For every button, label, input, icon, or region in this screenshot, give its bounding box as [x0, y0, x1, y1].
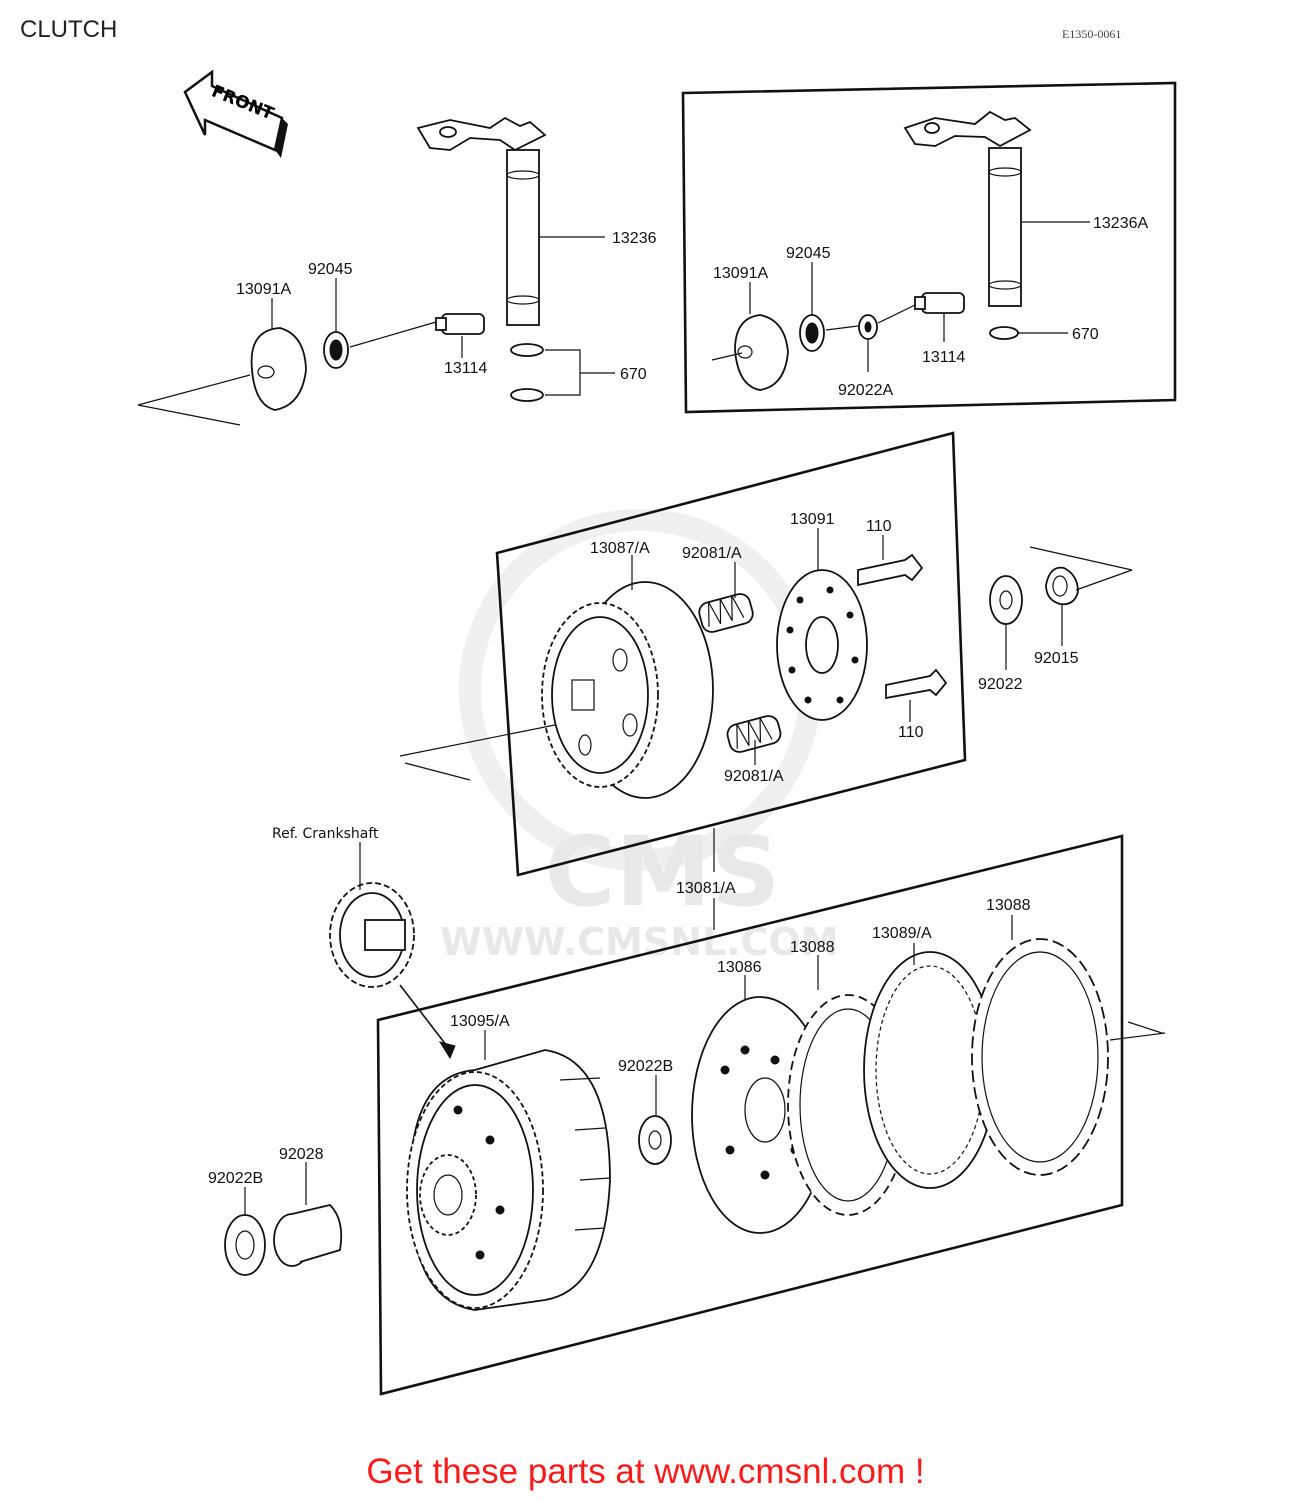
label-13089A: 13089/A [872, 925, 932, 942]
label-92022B-mid: 92022B [618, 1058, 673, 1075]
footer-cta-link[interactable]: Get these parts at www.cmsnl.com ! [366, 1452, 925, 1491]
label-13091A-left: 13091A [236, 281, 291, 298]
label-13114-left: 13114 [444, 360, 487, 377]
label-92081A-bottom: 92081/A [724, 768, 784, 785]
clutch-hub-frame [495, 431, 967, 877]
label-110-bottom: 110 [898, 724, 924, 741]
label-92045-left: 92045 [308, 261, 353, 278]
label-92022B-left: 92022B [208, 1170, 263, 1187]
label-13095A: 13095/A [450, 1013, 510, 1030]
label-13091: 13091 [790, 511, 835, 528]
label-110-top: 110 [866, 518, 892, 535]
front-arrow-icon: FRONT [183, 69, 288, 158]
diagram-code: E1350-0061 [1062, 27, 1122, 41]
label-13236: 13236 [612, 230, 657, 247]
spring-bottom-icon [726, 715, 782, 753]
label-13236A: 13236A [1093, 215, 1148, 232]
label-13091A-right: 13091A [713, 265, 768, 282]
label-670-right: 670 [1072, 326, 1099, 343]
leader-lines-left [271, 236, 615, 396]
label-13114-right: 13114 [922, 349, 965, 366]
clutch-housing-frame [376, 834, 1124, 1396]
label-13088-right: 13088 [986, 897, 1031, 914]
page-title: CLUTCH [20, 16, 118, 43]
label-92028: 92028 [279, 1146, 324, 1163]
clutch-housing-assembly [224, 938, 1166, 1311]
label-92015: 92015 [1034, 650, 1079, 667]
crankshaft-gear-icon [329, 842, 456, 1060]
clutch-hub-assembly [399, 546, 1133, 799]
label-ref-crankshaft: Ref. Crankshaft [272, 826, 379, 842]
watermark-logo-text: CMS [545, 816, 780, 928]
label-13086: 13086 [717, 959, 762, 976]
label-13081A: 13081/A [676, 880, 736, 897]
variant-frame-top-right [681, 81, 1177, 414]
release-lever-assembly-right [711, 110, 1032, 391]
label-92022: 92022 [978, 676, 1023, 693]
leader-lines-middle [631, 528, 1063, 930]
watermark-url-text: WWW.CMSNL.COM [440, 920, 839, 964]
label-13087A: 13087/A [590, 540, 650, 557]
spring-top-icon [698, 593, 754, 633]
label-92081A-top: 92081/A [682, 545, 742, 562]
label-13088-mid: 13088 [790, 939, 835, 956]
label-670-left: 670 [620, 366, 647, 383]
leader-lines-bottom [244, 915, 1013, 1215]
label-92045-right: 92045 [786, 245, 831, 262]
label-92022A: 92022A [838, 382, 893, 399]
leader-lines-right [749, 221, 1090, 372]
